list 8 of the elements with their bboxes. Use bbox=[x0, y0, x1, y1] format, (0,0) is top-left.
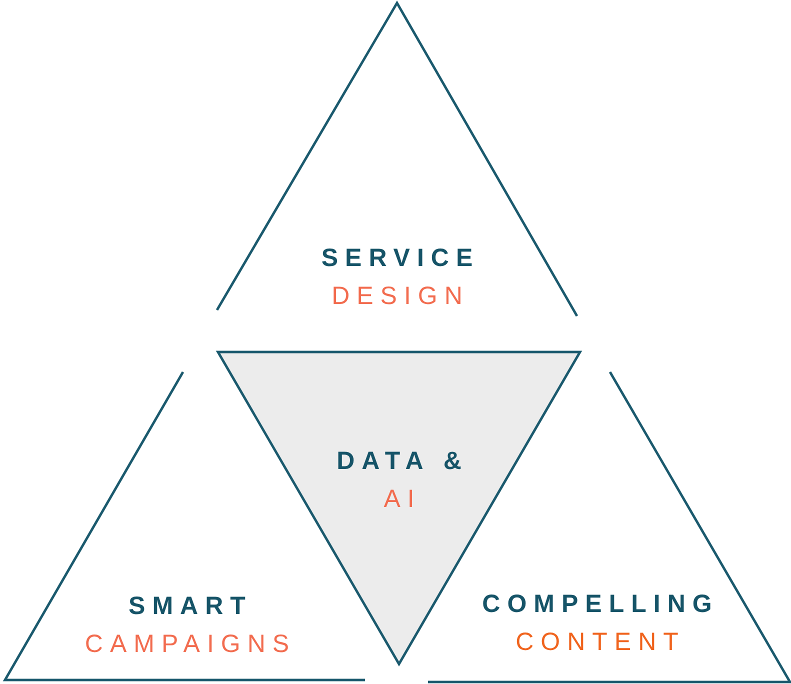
section-subtitle: DESIGN bbox=[330, 281, 470, 311]
section-subtitle: CAMPAIGNS bbox=[84, 629, 296, 659]
section-title: COMPELLING bbox=[481, 589, 719, 619]
section-subtitle: AI bbox=[382, 484, 422, 514]
section-title: DATA & bbox=[336, 446, 468, 476]
section-subtitle: CONTENT bbox=[514, 627, 686, 657]
section-title: SERVICE bbox=[320, 243, 480, 273]
section-title: SMART bbox=[128, 591, 252, 621]
